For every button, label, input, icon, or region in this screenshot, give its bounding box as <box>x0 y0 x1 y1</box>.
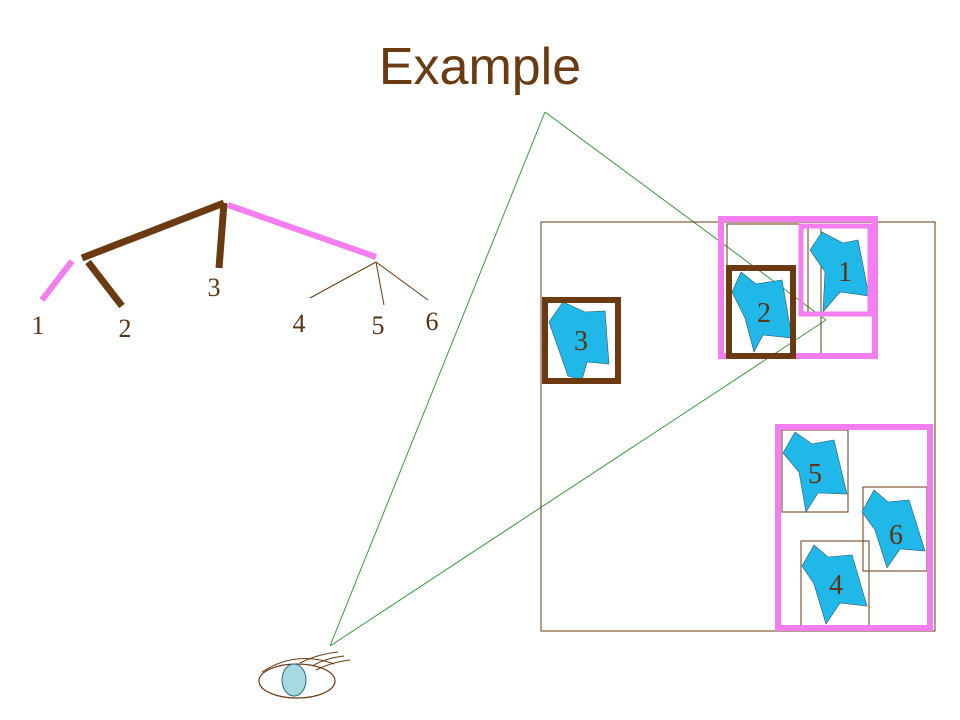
frustum-bottom-edge <box>329 319 827 647</box>
tree-edge-4 <box>309 261 377 299</box>
tree-edge-root-3 <box>215 202 228 269</box>
object-5-shape <box>782 431 848 513</box>
tree-edge-6 <box>375 261 429 301</box>
bounding-volume-pink-top <box>718 216 878 359</box>
tree-edge-1 <box>39 259 75 302</box>
object-5-label: 5 <box>808 459 822 490</box>
object-1-label: 1 <box>838 257 852 288</box>
object-3-label: 3 <box>574 326 588 357</box>
object-4-label: 4 <box>829 570 843 601</box>
tree-edge-5 <box>375 261 385 306</box>
tree-label-4: 4 <box>293 309 306 338</box>
hierarchy-tree: 1 2 3 4 5 6 <box>32 199 439 343</box>
bounding-volume-2 <box>726 265 796 359</box>
page-title: Example <box>379 38 581 96</box>
tree-label-6: 6 <box>426 307 439 336</box>
tree-label-1: 1 <box>32 311 45 340</box>
bounding-volume-3 <box>542 297 621 384</box>
object-6-shape <box>861 489 926 569</box>
bounding-volumes <box>542 216 933 631</box>
bounding-volume-pink-bottom <box>775 424 933 631</box>
frustum-left-edge <box>329 111 546 647</box>
scene-objects: 1 2 3 5 6 4 <box>548 231 926 625</box>
object-4-shape <box>801 544 868 625</box>
tree-label-5: 5 <box>372 311 385 340</box>
bounding-volume-1 <box>798 223 873 317</box>
object-2-label: 2 <box>757 298 771 329</box>
tree-label-3: 3 <box>208 273 221 302</box>
tree-edge-2 <box>85 259 125 309</box>
tree-label-2: 2 <box>119 314 132 343</box>
object-6-label: 6 <box>889 520 903 551</box>
tree-edge-root-right <box>227 202 377 260</box>
object-3-shape <box>548 301 610 381</box>
tree-edge-root-left <box>80 199 226 262</box>
eye-icon <box>258 651 351 699</box>
